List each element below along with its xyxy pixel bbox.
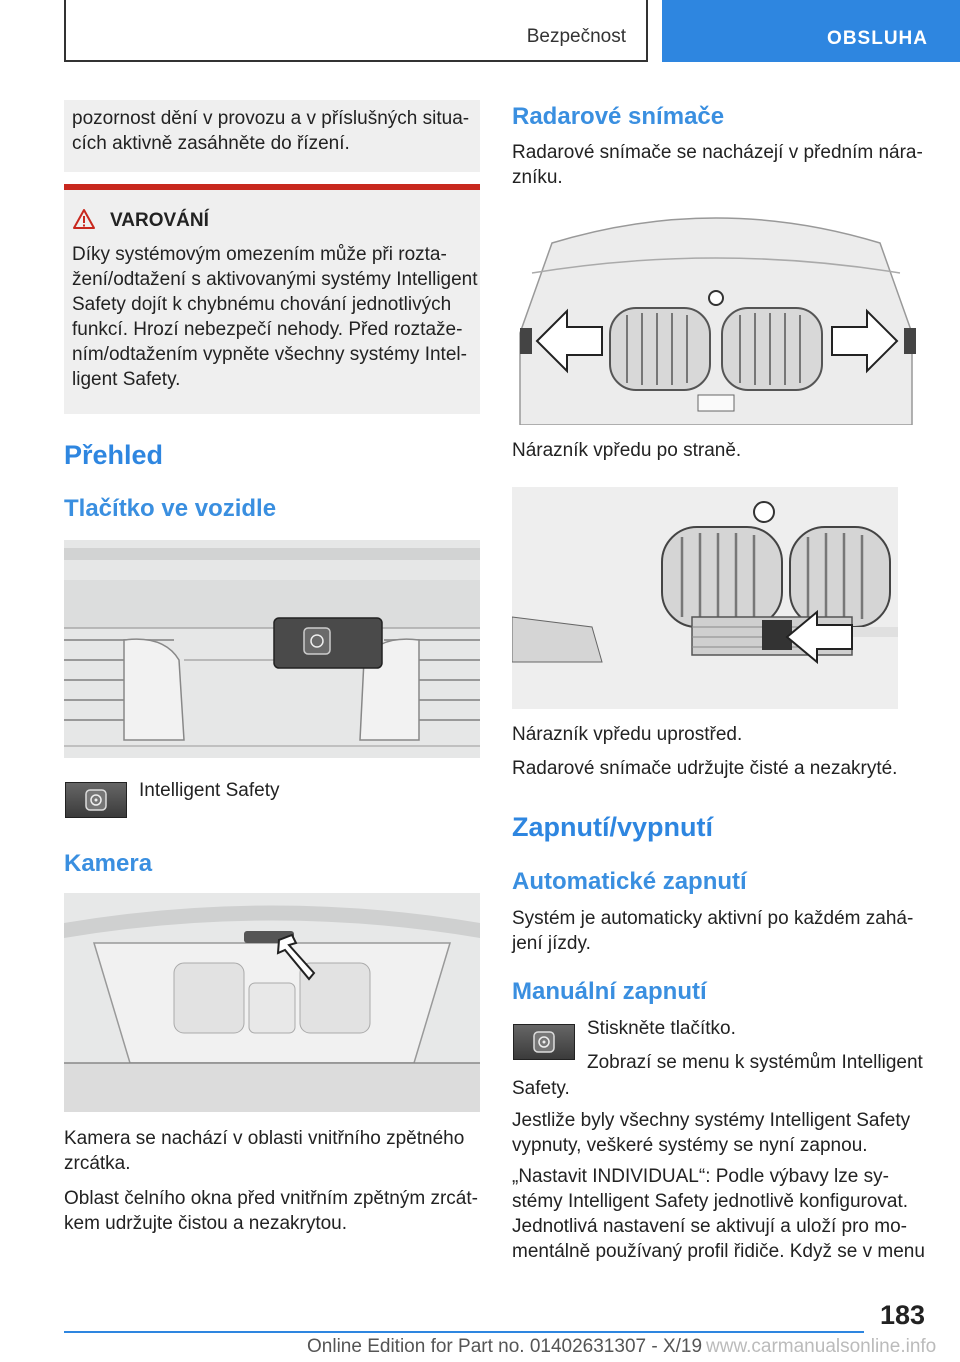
continued-note-line-1: pozornost dění v provozu a v příslušných… — [72, 108, 470, 129]
figure-camera — [64, 893, 480, 1112]
intelligent-safety-icon — [513, 1024, 575, 1060]
warning-line: Díky systémovým omezením může při rozta- — [72, 244, 447, 265]
radar-para-2: Radarové snímače udržujte čisté a nezakr… — [512, 758, 898, 779]
caption-bumper-center: Nárazník vpředu uprostřed. — [512, 724, 743, 745]
para-nastavit-line: stémy Intelligent Safety jednotlivě konf… — [512, 1191, 909, 1212]
radar-para: Radarové snímače se nacházejí v předním … — [512, 140, 923, 190]
header-section-box: Bezpečnost — [64, 0, 648, 62]
warning-line: žení/odtažení s aktivovanými systémy Int… — [72, 269, 478, 290]
footer-rule — [64, 1331, 864, 1333]
warning-line: ním/odtažením vypněte všechny systémy In… — [72, 344, 467, 365]
radar-para-line: zníku. — [512, 167, 563, 188]
warning-box — [64, 190, 480, 414]
warning-line: Safety dojít k chybnému chování jednotli… — [72, 294, 452, 315]
kamera-para-1-line: zrcátka. — [64, 1153, 131, 1174]
heading-auto: Automatické zapnutí — [512, 868, 747, 895]
heading-manual: Manuální zapnutí — [512, 978, 707, 1005]
para-jestlize: Jestliže byly všechny systémy Intelligen… — [512, 1108, 910, 1158]
kamera-para-2-line: Oblast čelního okna před vnitřním zpětný… — [64, 1188, 478, 1209]
continued-note-box — [64, 100, 480, 172]
auto-para: Systém je automaticky aktivní po každém … — [512, 906, 913, 956]
kamera-para-2: Oblast čelního okna před vnitřním zpětný… — [64, 1186, 478, 1236]
figure-dashboard-button — [64, 540, 480, 758]
warning-triangle-icon — [72, 208, 96, 230]
heading-zapnuti: Zapnutí/vypnutí — [512, 812, 713, 842]
manual-step-2: Zobrazí se menu k systémům Intelligent — [587, 1052, 923, 1073]
button-label-intelligent-safety: Intelligent Safety — [139, 780, 280, 801]
heading-prehled: Přehled — [64, 440, 164, 470]
para-nastavit-line: mentálně používaný profil řidiče. Když s… — [512, 1241, 925, 1262]
caption-bumper-side: Nárazník vpředu po straně. — [512, 440, 742, 461]
heading-tlacitko: Tlačítko ve vozidle — [64, 495, 277, 522]
footer-edition: Online Edition for Part no. 01402631307 … — [307, 1336, 703, 1357]
footer-watermark[interactable]: www.carmanualsonline.info — [704, 1336, 937, 1358]
para-nastavit-line: „Nastavit INDIVIDUAL“: Podle výbavy lze … — [512, 1166, 889, 1187]
warning-title: VAROVÁNÍ — [110, 210, 209, 231]
header-chapter-tab[interactable]: OBSLUHA — [662, 0, 960, 62]
header-chapter-label: OBSLUHA — [827, 28, 928, 49]
kamera-para-1: Kamera se nachází v oblasti vnitřního zp… — [64, 1126, 464, 1176]
para-nastavit: „Nastavit INDIVIDUAL“: Podle výbavy lze … — [512, 1164, 925, 1264]
page-number: 183 — [880, 1300, 926, 1330]
continued-note-line-2: cích aktivně zasáhněte do řízení. — [72, 133, 350, 154]
figure-bumper-center — [512, 487, 898, 709]
auto-para-line: Systém je automaticky aktivní po každém … — [512, 908, 914, 929]
intelligent-safety-icon — [65, 782, 127, 818]
warning-text: Díky systémovým omezením může při rozta-… — [64, 242, 480, 392]
heading-radar: Radarové snímače — [512, 103, 725, 130]
figure-bumper-side — [512, 203, 920, 425]
para-nastavit-line: Jednotlivá nastavení se aktivují a uloží… — [512, 1216, 907, 1237]
manual-step-1: Stiskněte tlačítko. — [587, 1018, 736, 1039]
kamera-para-1-line: Kamera se nachází v oblasti vnitřního zp… — [64, 1128, 465, 1149]
manual-step-2-cont: Safety. — [512, 1078, 570, 1099]
header-section-title: Bezpečnost — [526, 26, 626, 47]
warning-top-rule — [64, 184, 480, 190]
radar-para-line: Radarové snímače se nacházejí v předním … — [512, 142, 923, 163]
warning-line: ligent Safety. — [72, 369, 181, 390]
auto-para-line: jení jízdy. — [512, 933, 591, 954]
para-jestlize-line: Jestliže byly všechny systémy Intelligen… — [512, 1110, 911, 1131]
warning-line: funkcí. Hrozí nebezpečí nehody. Před roz… — [72, 319, 463, 340]
kamera-para-2-line: kem udržujte čistou a nezakrytou. — [64, 1213, 348, 1234]
para-jestlize-line: vypnuty, veškeré systémy se nyní zapnou. — [512, 1135, 868, 1156]
heading-kamera: Kamera — [64, 850, 153, 877]
